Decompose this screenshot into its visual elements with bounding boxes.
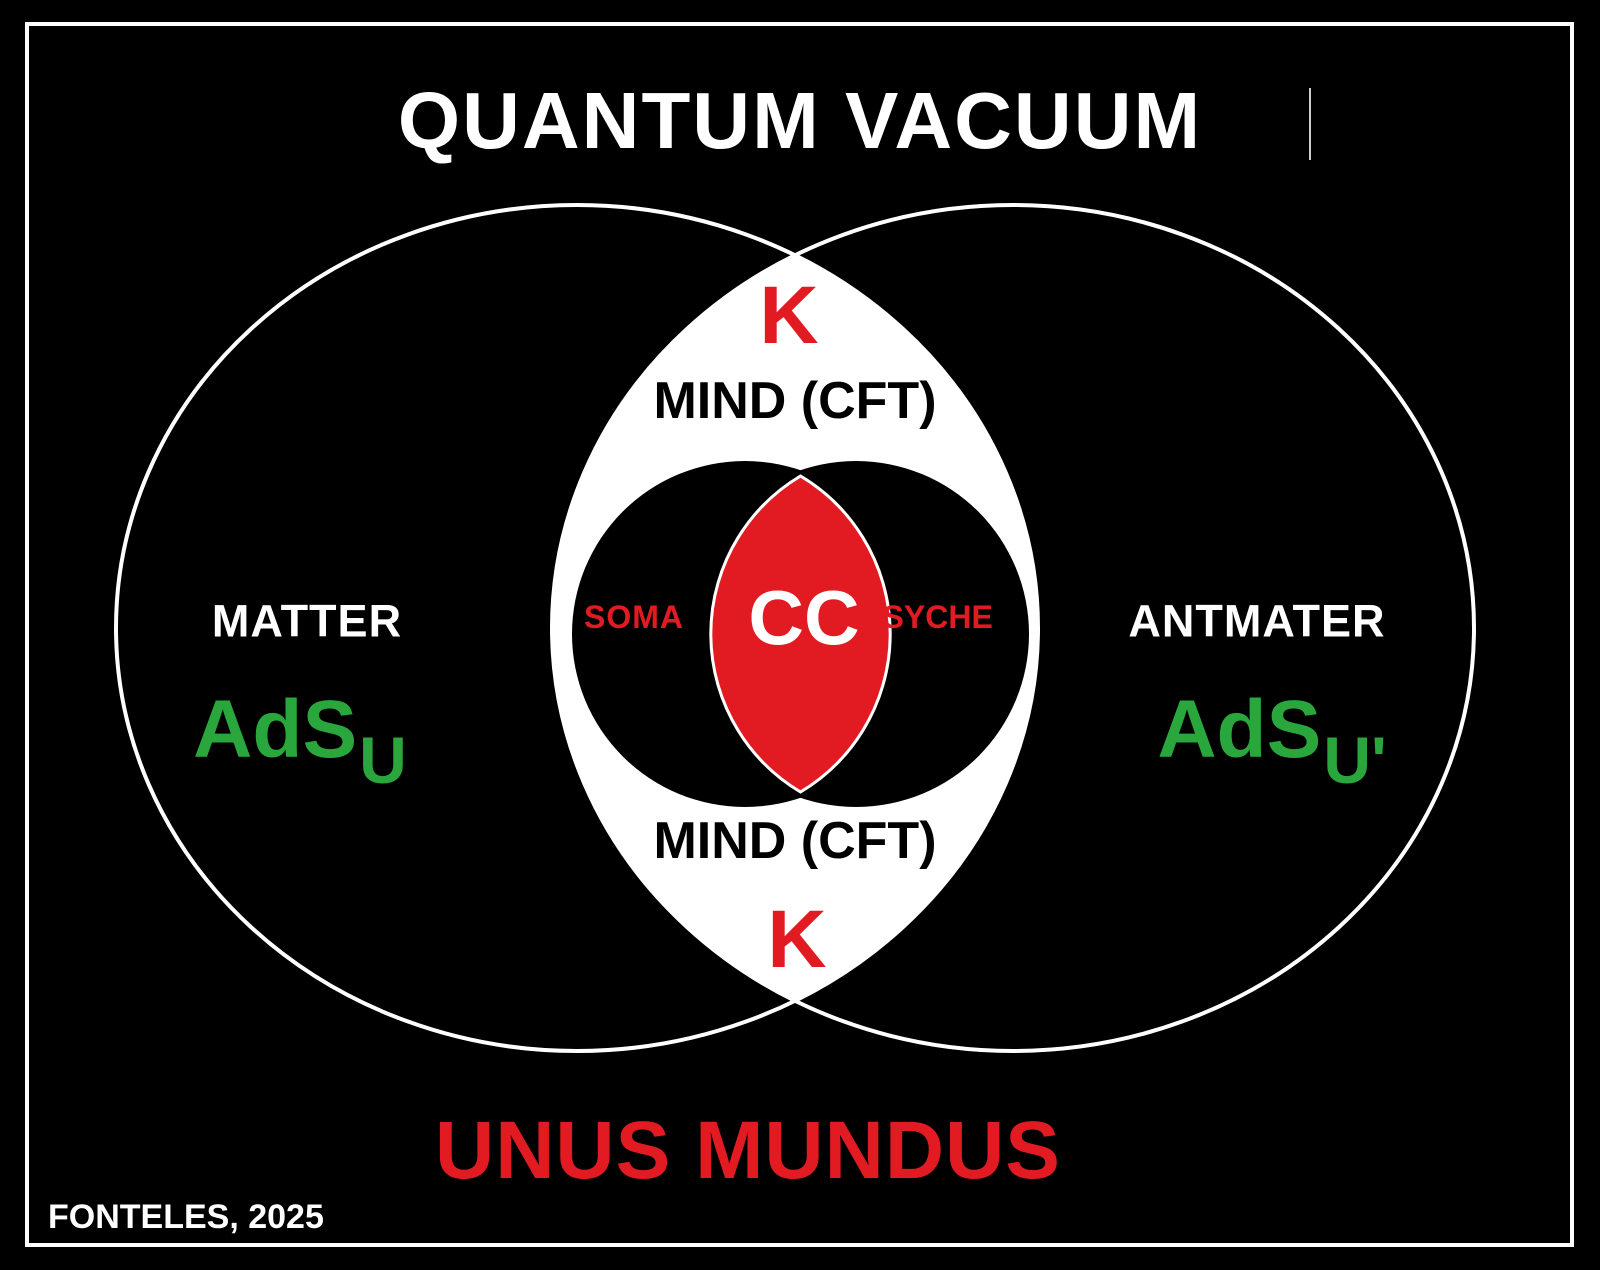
ads-subscript-left: U bbox=[359, 723, 407, 797]
k-constant-top-label: K bbox=[759, 270, 819, 361]
ads-subscript-right: U' bbox=[1323, 723, 1387, 797]
text-cursor-line bbox=[1309, 88, 1311, 160]
cc-lens-shape bbox=[709, 474, 892, 794]
unus-mundus-caption: UNUS MUNDUS bbox=[435, 1105, 1061, 1196]
diagram-title: QUANTUM VACUUM bbox=[397, 76, 1203, 165]
matter-region-label: MATTER bbox=[211, 595, 403, 647]
psyche-label: PSYCHE bbox=[861, 599, 993, 635]
mind-cft-bottom-label: MIND (CFT) bbox=[653, 812, 937, 870]
ads-base-left: AdS bbox=[193, 684, 358, 775]
frame-border bbox=[25, 22, 1574, 1247]
antimatter-region-label: ANTMATER bbox=[1128, 595, 1386, 647]
soma-label: SOMA bbox=[584, 599, 684, 635]
mind-cft-top-label: MIND (CFT) bbox=[653, 372, 937, 430]
ads-base-right: AdS bbox=[1157, 684, 1322, 775]
attribution-text: FONTELES, 2025 bbox=[48, 1198, 324, 1236]
k-constant-bottom-label: K bbox=[767, 894, 827, 985]
ads-u-formula-left: AdSU bbox=[193, 689, 407, 794]
cc-core-label: CC bbox=[748, 575, 860, 662]
ads-u-formula-right: AdSU' bbox=[1157, 689, 1386, 794]
